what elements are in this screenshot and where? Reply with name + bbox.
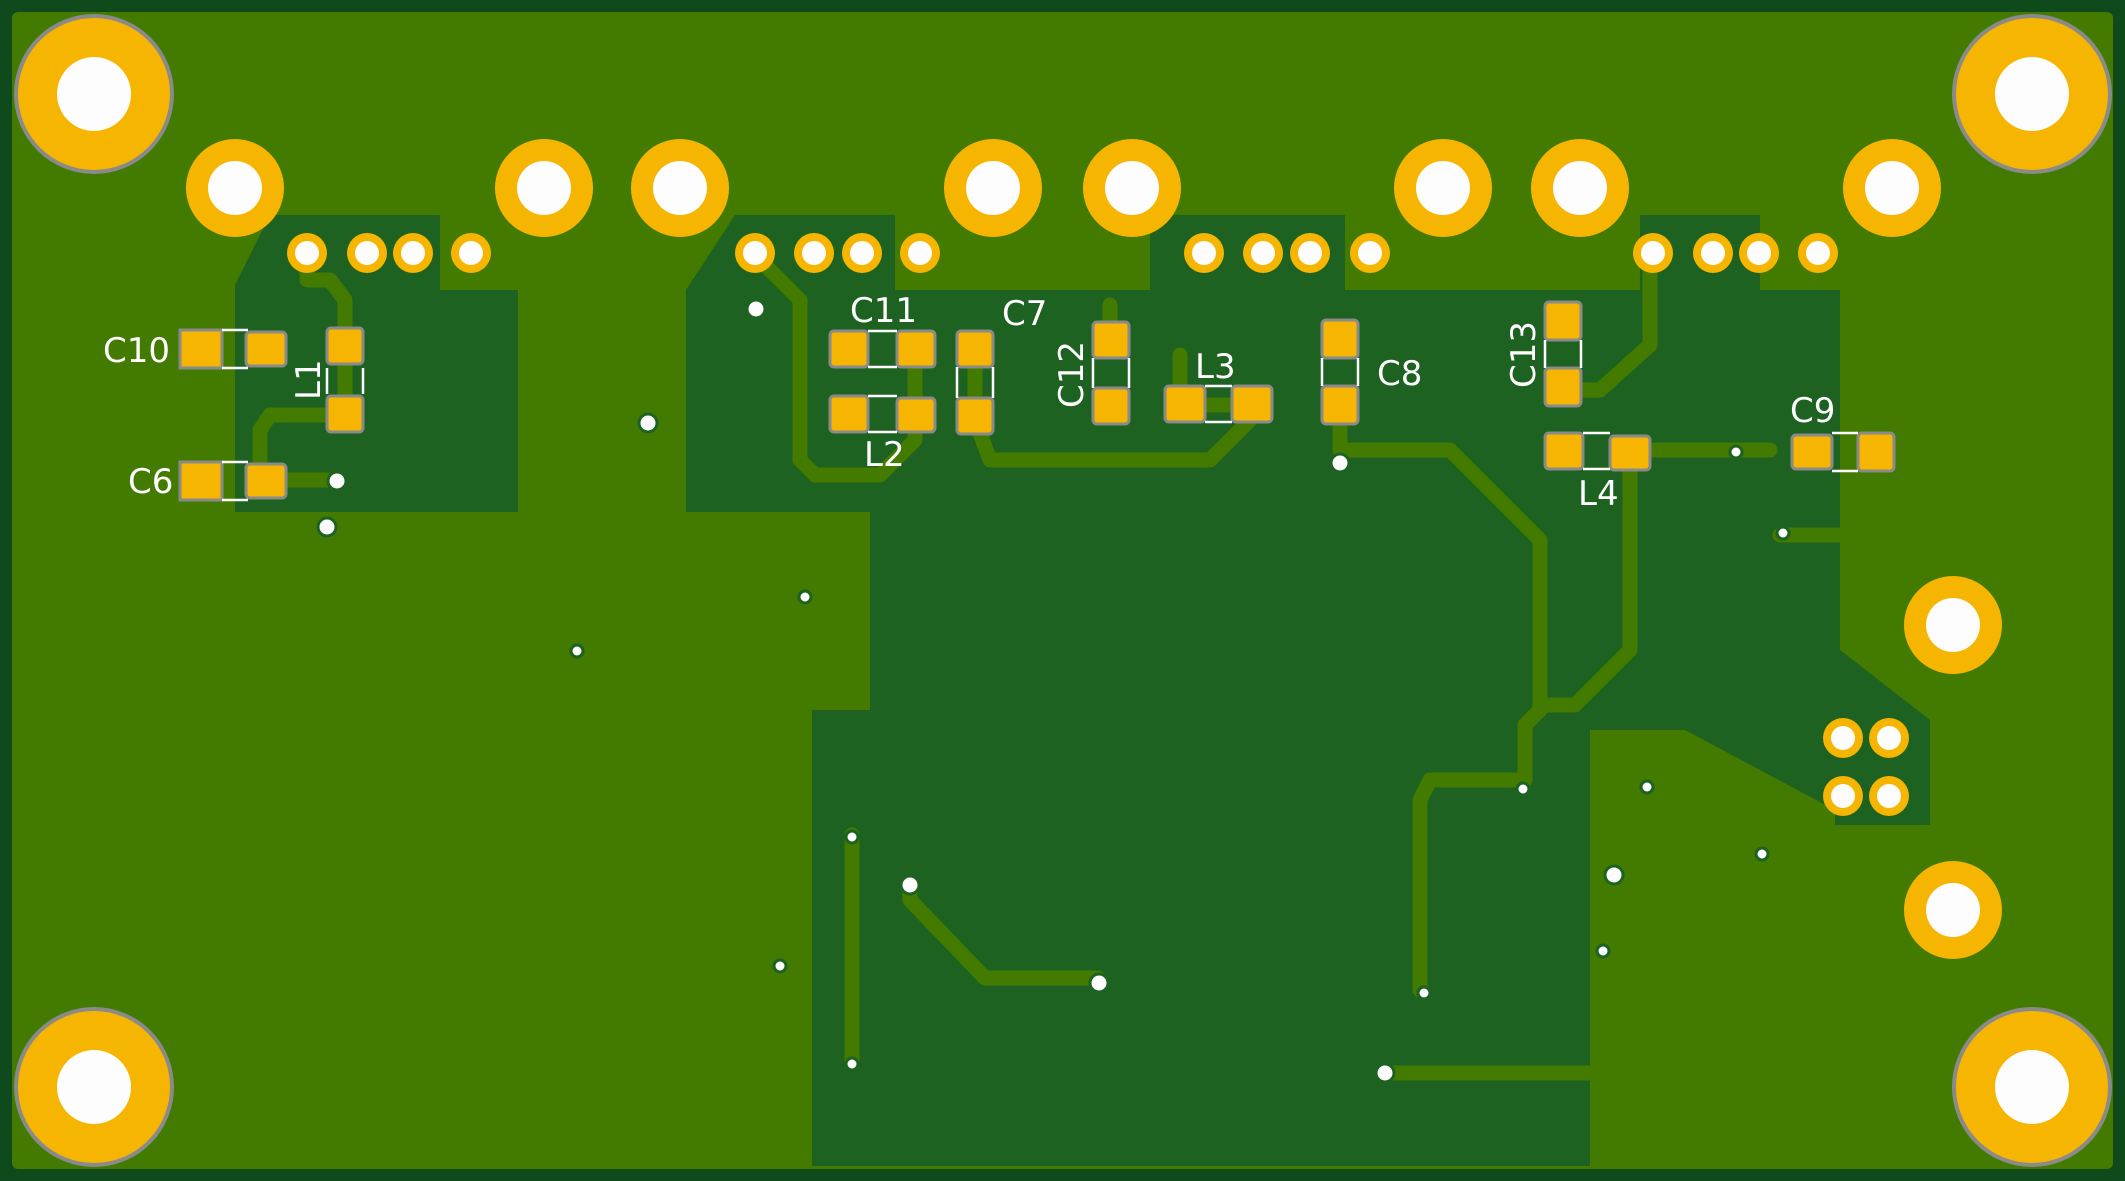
via <box>1515 781 1531 797</box>
label-c6: C6 <box>128 462 173 502</box>
signal-pin <box>900 233 940 273</box>
c7-pad-1 <box>955 329 995 369</box>
shield-pad <box>1083 139 1181 237</box>
c9-pad-2 <box>1856 431 1896 473</box>
shield-pad <box>1904 576 2002 674</box>
signal-pin <box>1739 233 1779 273</box>
shield-pad <box>1843 139 1941 237</box>
shield-pad <box>944 139 1042 237</box>
l3-pad-2 <box>1230 384 1274 424</box>
vias <box>316 298 1791 1084</box>
l4-pad-2 <box>1608 434 1652 472</box>
label-l1: L1 <box>289 359 329 400</box>
shield-pad <box>1531 139 1629 237</box>
shield-pad <box>495 139 593 237</box>
c10-pad-1 <box>178 328 224 370</box>
via <box>1728 444 1744 460</box>
l1-pad-1 <box>325 326 365 366</box>
label-c11: C11 <box>850 291 917 331</box>
signal-pin <box>393 233 433 273</box>
label-c10: C10 <box>103 331 170 371</box>
via <box>1374 1062 1396 1084</box>
shield-pad <box>1904 861 2002 959</box>
via <box>1754 846 1770 862</box>
mounting-holes <box>14 14 2112 1167</box>
c9-pad-1 <box>1790 433 1834 471</box>
via <box>745 298 767 320</box>
signal-pin <box>1823 718 1863 758</box>
c10-pad-2 <box>244 330 288 368</box>
signal-pin <box>735 233 775 273</box>
c11-pad-1 <box>828 329 870 369</box>
via <box>1088 972 1110 994</box>
via <box>316 516 338 538</box>
l3-pad-1 <box>1163 384 1207 424</box>
silkscreen-outlines <box>222 328 1858 502</box>
l4-pad-1 <box>1543 431 1585 471</box>
signal-pin <box>1869 776 1909 816</box>
via <box>1595 943 1611 959</box>
via <box>1603 864 1625 886</box>
c8-pad-1 <box>1320 318 1360 360</box>
designator-labels: C10 C6 L1 C11 L2 C7 C12 L3 C8 C13 L4 C9 <box>103 291 1835 514</box>
connector-shield-pads <box>186 139 2002 959</box>
shield-pad <box>631 139 729 237</box>
c7-pad-2 <box>955 396 995 436</box>
signal-pin <box>347 233 387 273</box>
label-c13: C13 <box>1504 321 1544 388</box>
via <box>569 643 585 659</box>
via <box>637 412 659 434</box>
c6-pad-1 <box>178 460 224 502</box>
label-c7: C7 <box>1002 294 1047 334</box>
connector-signal-pins <box>287 233 1909 816</box>
signal-pin <box>1823 776 1863 816</box>
via <box>326 470 348 492</box>
via <box>899 874 921 896</box>
via <box>844 829 860 845</box>
via <box>1775 525 1791 541</box>
c12-pad-2 <box>1091 386 1131 426</box>
mounting-hole-top-left <box>14 14 174 174</box>
shield-pad <box>186 139 284 237</box>
c13-pad-1 <box>1543 300 1583 342</box>
l1-pad-2 <box>325 394 365 434</box>
label-c9: C9 <box>1790 391 1835 431</box>
via <box>797 589 813 605</box>
signal-pin <box>1290 233 1330 273</box>
label-l2: L2 <box>864 435 905 475</box>
via <box>1416 985 1432 1001</box>
signal-pin <box>1869 718 1909 758</box>
c11-pad-2 <box>895 329 937 369</box>
smd-pads <box>178 300 1896 502</box>
l2-pad-2 <box>895 396 937 434</box>
signal-pin <box>287 233 327 273</box>
signal-pin <box>451 233 491 273</box>
via <box>772 958 788 974</box>
signal-pin <box>1633 233 1673 273</box>
signal-pin <box>1184 233 1224 273</box>
signal-pin <box>794 233 834 273</box>
mounting-hole-bottom-right <box>1952 1007 2112 1167</box>
c6-pad-2 <box>244 462 288 500</box>
c13-pad-2 <box>1543 366 1583 408</box>
c12-pad-1 <box>1091 320 1131 360</box>
signal-pin <box>842 233 882 273</box>
label-l3: L3 <box>1195 347 1236 387</box>
signal-pin <box>1798 233 1838 273</box>
l2-pad-1 <box>828 394 870 434</box>
c8-pad-2 <box>1320 384 1360 426</box>
signal-pin <box>1350 233 1390 273</box>
label-l4: L4 <box>1578 474 1619 514</box>
mounting-hole-top-right <box>1952 14 2112 174</box>
signal-pin <box>1243 233 1283 273</box>
via <box>1639 779 1655 795</box>
via <box>844 1056 860 1072</box>
mounting-hole-bottom-left <box>14 1007 174 1167</box>
signal-pin <box>1693 233 1733 273</box>
shield-pad <box>1394 139 1492 237</box>
label-c12: C12 <box>1052 341 1092 408</box>
label-c8: C8 <box>1377 354 1422 394</box>
via <box>1329 452 1351 474</box>
